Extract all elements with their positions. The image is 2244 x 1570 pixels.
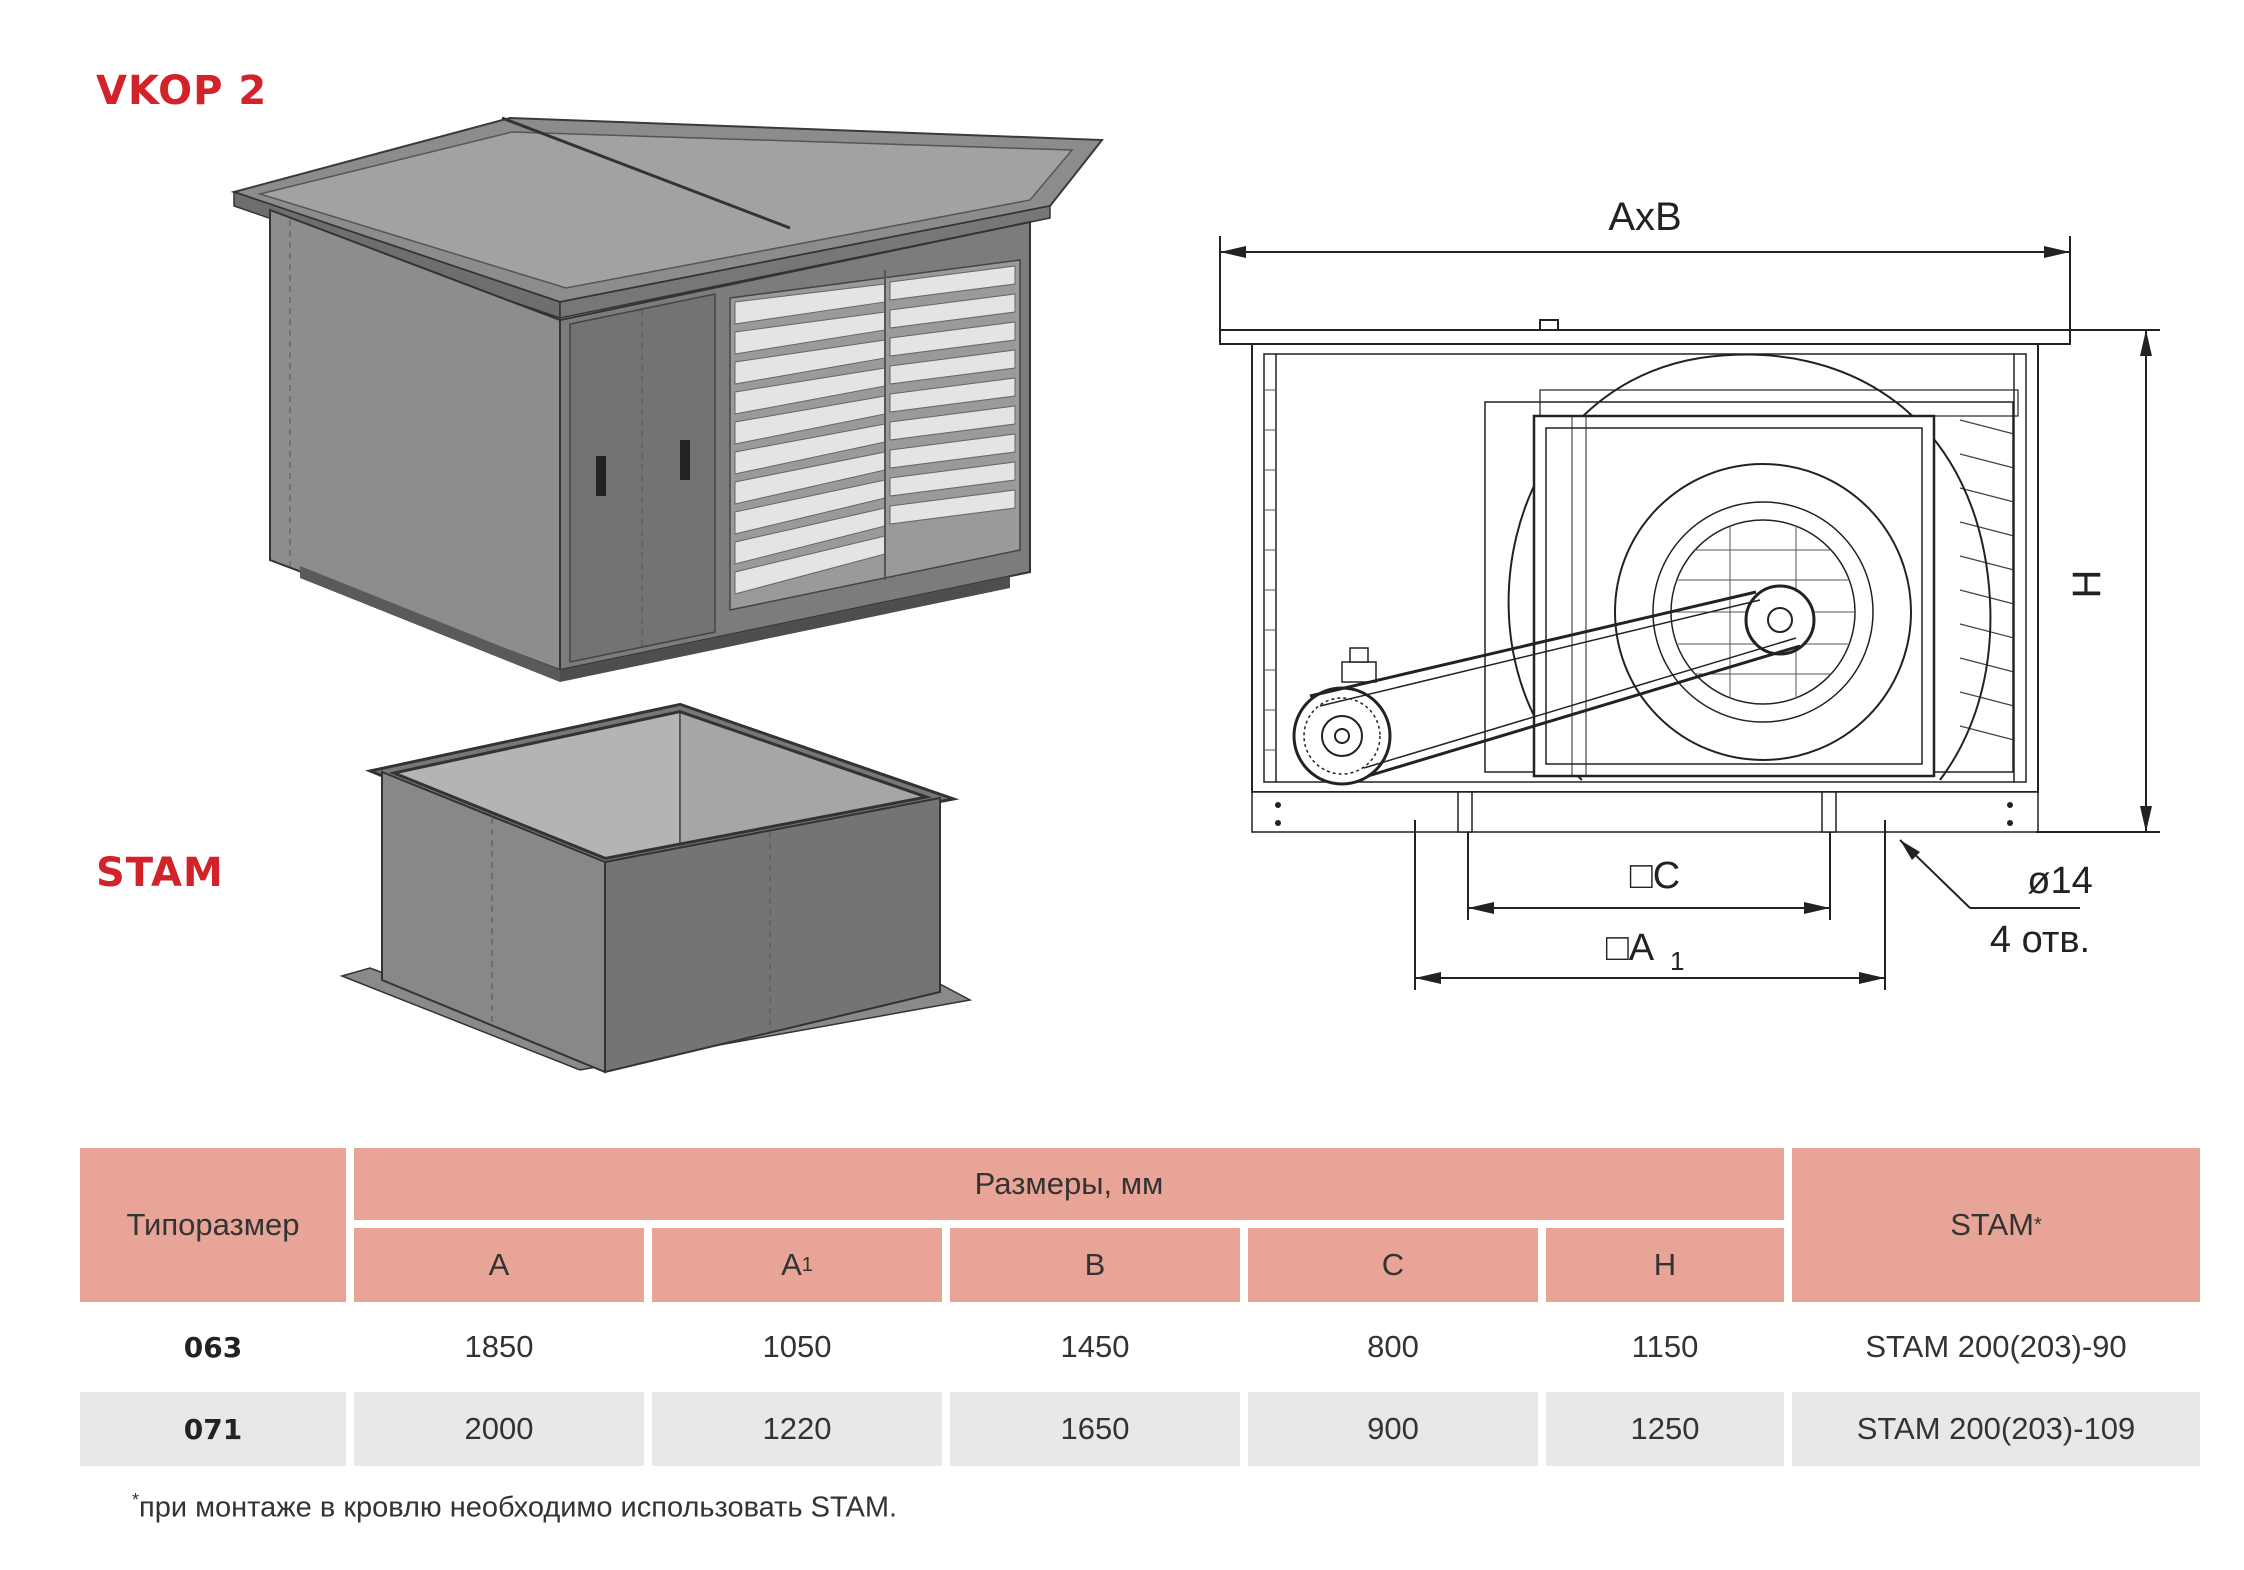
stam-base-illustration xyxy=(340,702,973,1074)
header-col-b: B xyxy=(950,1228,1240,1302)
dim-c-label: □C xyxy=(1630,855,1680,897)
row-063-a: 1850 xyxy=(354,1310,644,1384)
header-stam: STAM* xyxy=(1792,1148,2200,1302)
row-063-c: 800 xyxy=(1248,1310,1538,1384)
header-col-a1-label: A xyxy=(781,1247,802,1282)
row-063-a1: 1050 xyxy=(652,1310,942,1384)
header-col-c: C xyxy=(1248,1228,1538,1302)
footnote-text: при монтаже в кровлю необходимо использо… xyxy=(139,1491,898,1524)
hole-diameter-label: ø14 xyxy=(2027,860,2092,902)
dim-a1-subscript: 1 xyxy=(1670,946,1684,976)
header-stam-mark: * xyxy=(2034,1213,2042,1236)
row-063-h: 1150 xyxy=(1546,1310,1784,1384)
dim-a1-label: □A xyxy=(1606,927,1655,969)
row-071-a1: 1220 xyxy=(652,1392,942,1466)
row-071-a: 2000 xyxy=(354,1392,644,1466)
product-title-stam: STAM xyxy=(96,850,224,896)
row-071-h: 1250 xyxy=(1546,1392,1784,1466)
row-063-b: 1450 xyxy=(950,1310,1240,1384)
technical-drawing: AxB xyxy=(1219,195,2160,990)
hole-count-label: 4 отв. xyxy=(1990,919,2090,961)
row-071-stam: STAM 200(203)-109 xyxy=(1792,1392,2200,1466)
row-063-model: 063 xyxy=(80,1310,346,1384)
row-071-c: 900 xyxy=(1248,1392,1538,1466)
row-071-b: 1650 xyxy=(950,1392,1240,1466)
header-model: Типоразмер xyxy=(80,1148,346,1302)
footnote-mark: * xyxy=(132,1490,140,1510)
header-sizes-group: Размеры, мм xyxy=(354,1148,1784,1220)
header-stam-label: STAM xyxy=(1950,1207,2034,1242)
vkop-unit-illustration xyxy=(230,116,1105,682)
row-071-model: 071 xyxy=(80,1392,346,1466)
footnote: *при монтаже в кровлю необходимо использ… xyxy=(132,1490,897,1525)
dim-axb-label: AxB xyxy=(1608,195,1681,239)
header-col-a: A xyxy=(354,1228,644,1302)
dim-h-label: H xyxy=(2065,570,2109,599)
product-title-vkop: VKOP 2 xyxy=(96,68,268,114)
header-col-a1-sub: 1 xyxy=(801,1253,813,1276)
row-063-stam: STAM 200(203)-90 xyxy=(1792,1310,2200,1384)
header-col-h: H xyxy=(1546,1228,1784,1302)
